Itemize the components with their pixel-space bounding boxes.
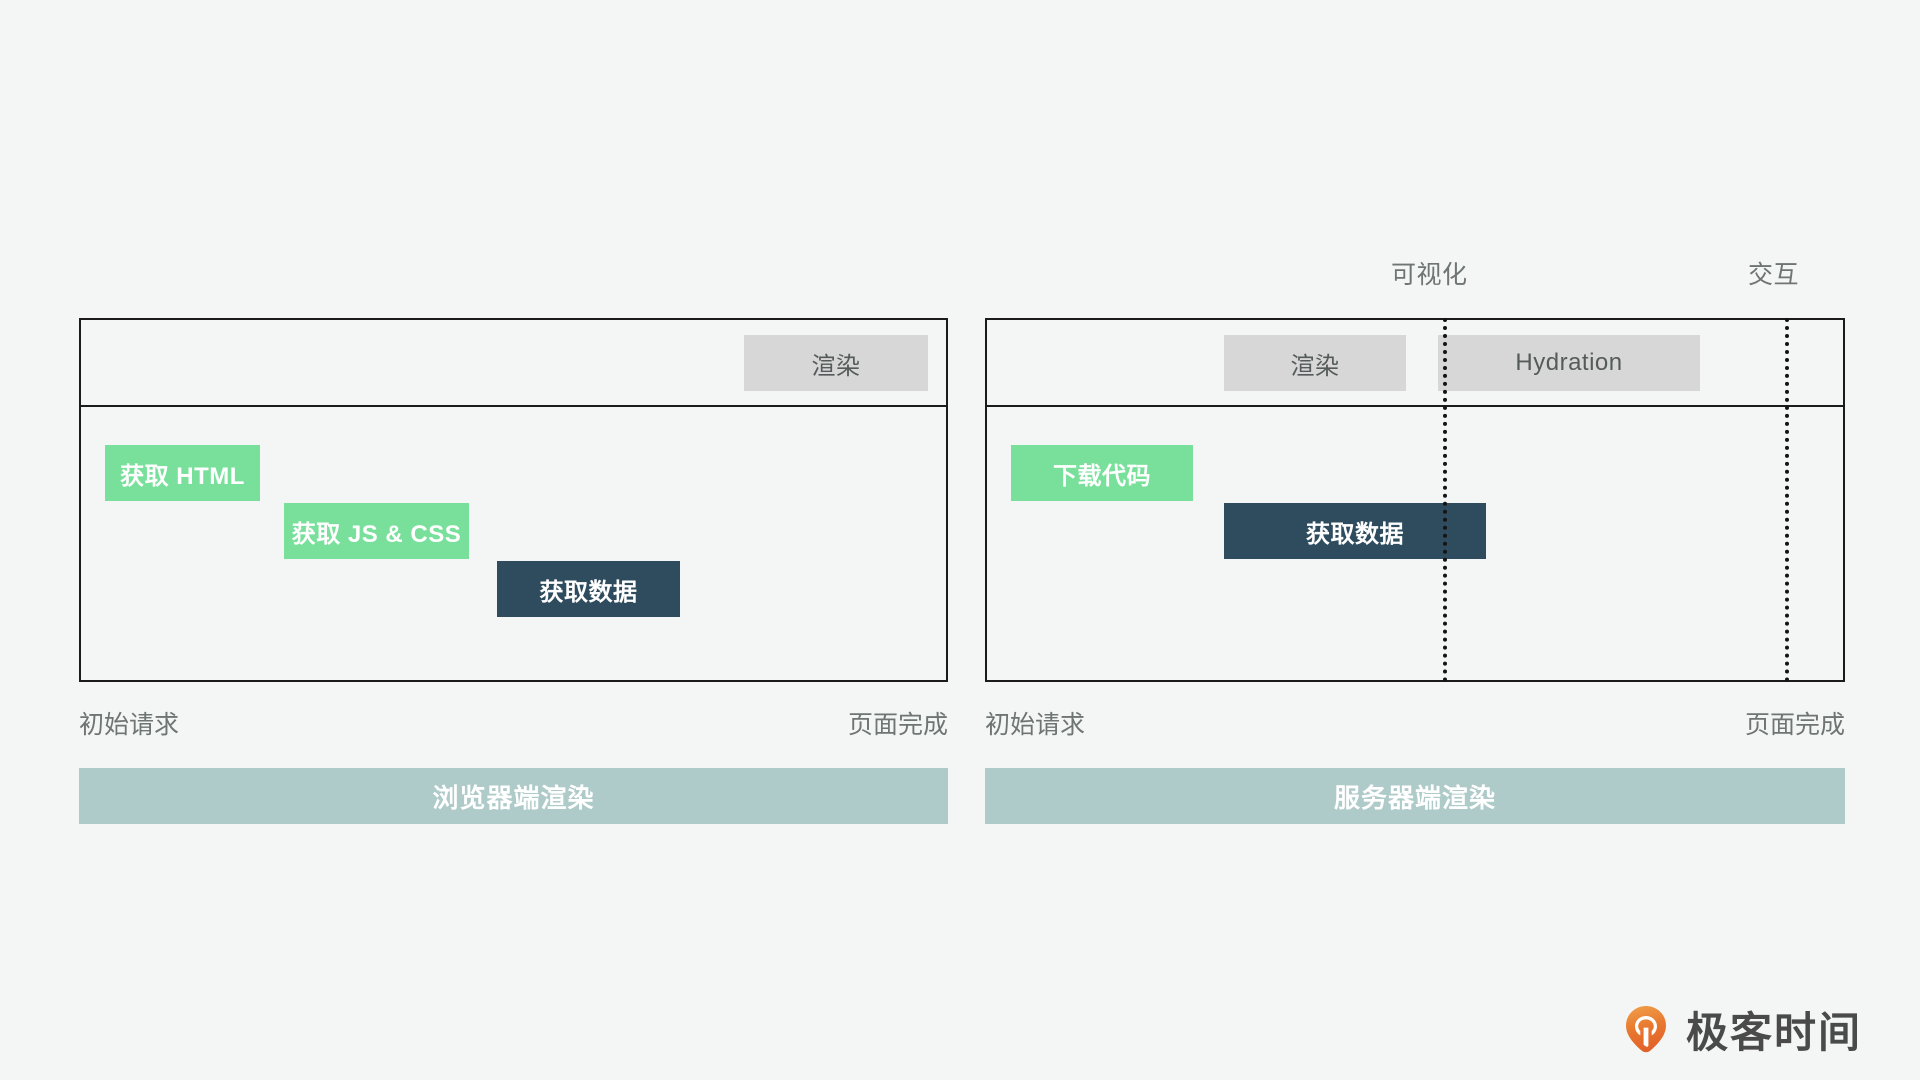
ssr-task-lane: 下载代码 获取数据 (987, 407, 1843, 680)
ssr-render-chip: 渲染 (1224, 335, 1406, 391)
ssr-render-lane: 渲染 Hydration (987, 320, 1843, 407)
ssr-band: 服务器端渲染 (985, 768, 1845, 824)
csr-bar-fetch-data: 获取数据 (497, 561, 680, 617)
ssr-start-caption: 初始请求 (985, 711, 1086, 739)
brand-logo: 极客时间 (1620, 999, 1862, 1060)
ssr-marker-interaction-label: 交互 (1748, 261, 1800, 289)
geektime-logo-icon (1620, 1004, 1672, 1056)
ssr-hydration-chip: Hydration (1438, 335, 1700, 391)
csr-render-lane: 渲染 (81, 320, 946, 407)
csr-render-chip: 渲染 (744, 335, 928, 391)
ssr-column: 可视化 交互 渲染 Hydration 下载代码 获取数据 (985, 0, 1845, 1080)
csr-band: 浏览器端渲染 (79, 768, 948, 824)
csr-bar-fetch-js-css: 获取 JS & CSS (284, 503, 469, 559)
ssr-marker-visualization: 可视化 (1391, 255, 1468, 291)
csr-bar-fetch-js-css-label: 获取 JS & CSS (291, 520, 462, 548)
ssr-marker-interaction: 交互 (1748, 255, 1799, 291)
ssr-bar-download-code: 下载代码 (1011, 445, 1193, 501)
ssr-hydration-chip-label: Hydration (1515, 349, 1623, 376)
csr-bar-fetch-html: 获取 HTML (105, 445, 260, 501)
csr-start-caption: 初始请求 (79, 711, 180, 739)
csr-render-chip-label: 渲染 (811, 352, 861, 380)
csr-band-label: 浏览器端渲染 (432, 782, 595, 813)
ssr-guide-interaction (1785, 318, 1789, 682)
ssr-timeline-panel: 渲染 Hydration 下载代码 获取数据 (985, 318, 1845, 682)
ssr-render-chip-label: 渲染 (1290, 352, 1340, 380)
csr-column: 渲染 获取 HTML 获取 JS & CSS 获取数据 初始请求 页面完成 浏览… (79, 0, 948, 1080)
csr-bar-fetch-data-label: 获取数据 (539, 578, 638, 606)
csr-end-caption: 页面完成 (847, 711, 948, 739)
brand-name: 极客时间 (1685, 1009, 1862, 1056)
ssr-bar-download-code-label: 下载代码 (1053, 462, 1151, 490)
csr-task-lane: 获取 HTML 获取 JS & CSS 获取数据 (81, 407, 946, 680)
ssr-band-label: 服务器端渲染 (1333, 782, 1496, 813)
csr-timeline-panel: 渲染 获取 HTML 获取 JS & CSS 获取数据 (79, 318, 948, 682)
ssr-bar-fetch-data-label: 获取数据 (1306, 520, 1404, 548)
ssr-bar-fetch-data: 获取数据 (1224, 503, 1486, 559)
ssr-marker-visualization-label: 可视化 (1391, 261, 1468, 289)
ssr-guide-visualization (1443, 318, 1447, 682)
ssr-end-caption: 页面完成 (1744, 711, 1845, 739)
csr-bar-fetch-html-label: 获取 HTML (120, 462, 245, 490)
